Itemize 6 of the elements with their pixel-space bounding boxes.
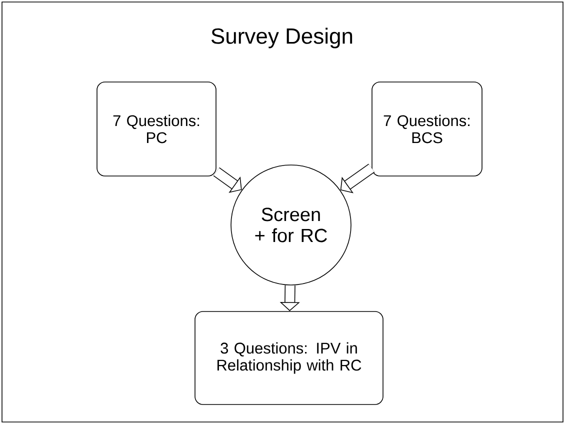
question-box: 7 Questions: PC xyxy=(96,82,216,176)
block-arrow xyxy=(340,164,375,194)
question-box: 3 Questions: IPV in Relationship with RC xyxy=(194,311,384,405)
question-box: 7 Questions: BCS xyxy=(372,82,482,176)
title: Survey Design xyxy=(211,28,352,48)
block-arrow xyxy=(213,167,242,193)
